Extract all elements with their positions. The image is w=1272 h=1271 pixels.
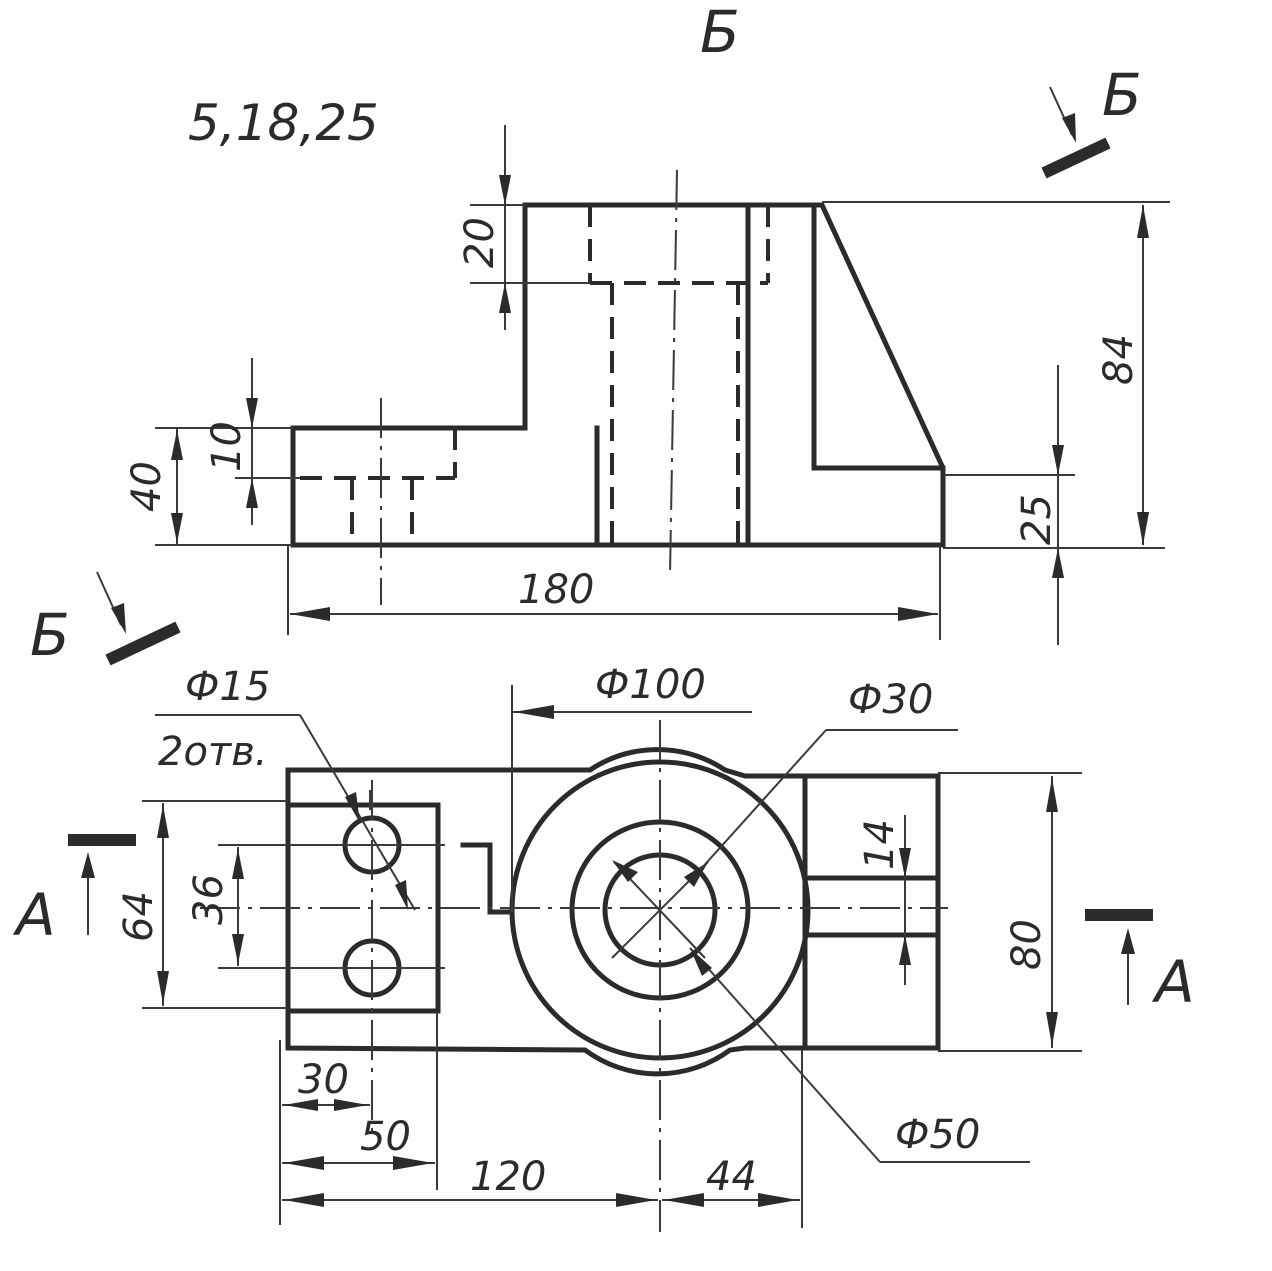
dim-holes-count: 2отв. bbox=[158, 729, 268, 775]
arrow-20-bottom bbox=[499, 283, 511, 313]
arrow-25-top bbox=[1052, 445, 1064, 475]
arrow-180-left bbox=[290, 607, 330, 621]
slot-notch bbox=[460, 842, 511, 915]
dim-phi100: Ф100 bbox=[595, 662, 706, 708]
arrow-b-top-head bbox=[1062, 113, 1076, 143]
dim-phi15: Ф15 bbox=[185, 664, 270, 710]
arrow-84-top bbox=[1137, 205, 1149, 238]
arrow-180-right bbox=[898, 607, 938, 621]
phi15-arrow-out bbox=[395, 880, 408, 910]
arrow-20-top bbox=[499, 175, 511, 205]
front-dimensions: 20 84 25 40 10 180 bbox=[124, 125, 1170, 645]
phi30-arrow-a bbox=[612, 860, 638, 882]
dim-30: 30 bbox=[298, 1057, 349, 1103]
arrow-80-bottom bbox=[1046, 1012, 1058, 1046]
top-dimensions: Ф15 2отв. Ф100 Ф30 Ф50 14 80 64 bbox=[116, 662, 1082, 1228]
cut-b-top bbox=[1041, 137, 1111, 179]
view-letter-top: Б bbox=[700, 0, 740, 66]
arrow-120-right bbox=[616, 1193, 656, 1207]
dim-14: 14 bbox=[857, 819, 903, 870]
arrow-30-left bbox=[284, 1099, 318, 1111]
dim-phi50: Ф50 bbox=[895, 1112, 980, 1158]
arrow-80-top bbox=[1046, 778, 1058, 812]
arrow-50-left bbox=[284, 1156, 324, 1170]
phi30-leader bbox=[699, 729, 827, 871]
arrow-b-left-head bbox=[111, 603, 126, 634]
arrow-84-bottom bbox=[1137, 512, 1149, 545]
arrow-64-bottom bbox=[157, 971, 169, 1004]
dim-120: 120 bbox=[470, 1154, 546, 1200]
arrow-64-top bbox=[157, 805, 169, 838]
section-b-markers: Б Б bbox=[30, 61, 1142, 669]
dim-36: 36 bbox=[186, 874, 232, 925]
dim-50: 50 bbox=[360, 1114, 411, 1160]
dim-20: 20 bbox=[457, 217, 503, 268]
arrow-14-bottom bbox=[899, 935, 911, 965]
section-a-markers: А А bbox=[12, 834, 1195, 1016]
section-b-left-label: Б bbox=[30, 601, 70, 669]
arrow-14-top bbox=[899, 848, 911, 878]
arrow-25-bottom bbox=[1052, 548, 1064, 578]
dim-44: 44 bbox=[706, 1154, 757, 1200]
top-outline bbox=[285, 747, 941, 1077]
front-view bbox=[290, 169, 946, 605]
arrow-phi100 bbox=[514, 705, 554, 719]
dim-40: 40 bbox=[124, 461, 170, 512]
arrow-10-bottom bbox=[246, 478, 258, 508]
front-outline bbox=[290, 202, 946, 548]
section-a-right-label: А bbox=[1151, 948, 1195, 1016]
arrow-10-top bbox=[246, 398, 258, 428]
section-a-left-label: А bbox=[12, 881, 56, 949]
section-b-top-label: Б bbox=[1102, 61, 1142, 129]
arrow-44-right bbox=[758, 1193, 798, 1207]
arrow-120-left bbox=[284, 1193, 324, 1207]
arrow-40-top bbox=[171, 430, 183, 460]
arrow-44-left bbox=[664, 1193, 704, 1207]
top-view bbox=[200, 720, 948, 1232]
cut-b-left bbox=[105, 621, 181, 666]
arrow-a-left-head bbox=[81, 852, 95, 878]
arrow-40-bottom bbox=[171, 513, 183, 543]
arrow-36-bottom bbox=[232, 934, 244, 964]
front-rib bbox=[811, 202, 946, 471]
phi50-leader bbox=[689, 947, 881, 1163]
phi50-arrow-end bbox=[690, 948, 712, 976]
dim-180: 180 bbox=[518, 567, 594, 613]
arrow-50-right bbox=[393, 1156, 433, 1170]
dim-phi30: Ф30 bbox=[848, 677, 933, 723]
arrow-30-right bbox=[334, 1099, 368, 1111]
dim-64: 64 bbox=[116, 891, 162, 942]
arrow-a-right-head bbox=[1121, 928, 1135, 954]
dim-25: 25 bbox=[1014, 494, 1060, 545]
variant-numbers: 5,18,25 bbox=[188, 94, 379, 152]
dim-10: 10 bbox=[204, 421, 250, 472]
front-centerline-main bbox=[669, 169, 678, 576]
phi15-arrow-in bbox=[345, 792, 360, 823]
arrow-36-top bbox=[232, 849, 244, 879]
dim-84: 84 bbox=[1096, 334, 1142, 385]
dim-80: 80 bbox=[1004, 919, 1050, 970]
